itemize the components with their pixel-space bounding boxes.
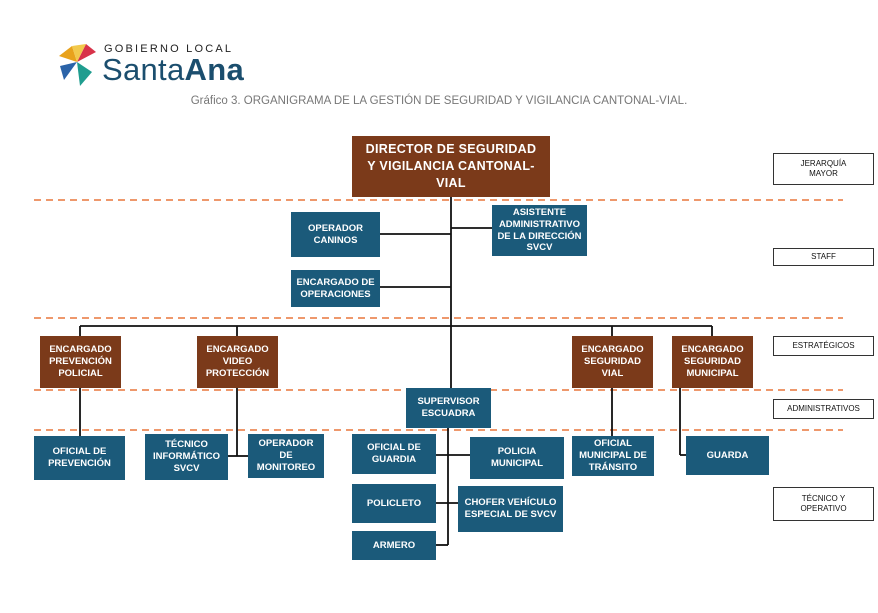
encargado-prevencion-box: ENCARGADO PREVENCIÓN POLICIAL: [40, 336, 121, 388]
level-staff: STAFF: [773, 248, 874, 266]
oficial-prevencion-box: OFICIAL DE PREVENCIÓN: [34, 436, 125, 480]
chofer-vehiculo-box: CHOFER VEHÍCULO ESPECIAL DE SVCV: [458, 486, 563, 532]
figure-caption: Gráfico 3. ORGANIGRAMA DE LA GESTIÓN DE …: [190, 95, 688, 107]
logo-top-text: GOBIERNO LOCAL: [104, 43, 234, 55]
logo-mark-icon: [59, 44, 96, 86]
guarda-box: GUARDA: [686, 436, 769, 475]
logo-name-bold: Ana: [184, 52, 244, 87]
gobierno-local-santa-ana-logo: GOBIERNO LOCAL SantaAna: [56, 40, 271, 90]
armero-box: ARMERO: [352, 531, 436, 560]
supervisor-escuadra-box: SUPERVISOR ESCUADRA: [406, 388, 491, 428]
oficial-guardia-box: OFICIAL DE GUARDIA: [352, 434, 436, 474]
operador-caninos-box: OPERADOR CANINOS: [291, 212, 380, 257]
level-estrategicos: ESTRATÉGICOS: [773, 336, 874, 356]
level-administrativos: ADMINISTRATIVOS: [773, 399, 874, 419]
logo-name-regular: Santa: [102, 52, 185, 87]
oficial-transito-box: OFICIAL MUNICIPAL DE TRÁNSITO: [572, 436, 654, 476]
encargado-operaciones-box: ENCARGADO DE OPERACIONES: [291, 270, 380, 307]
level-jerarquia-mayor: JERARQUÍA MAYOR: [773, 153, 874, 185]
tecnico-informatico-box: TÉCNICO INFORMÁTICO SVCV: [145, 434, 228, 480]
encargado-video-box: ENCARGADO VIDEO PROTECCIÓN: [197, 336, 278, 388]
policia-municipal-box: POLICIA MUNICIPAL: [470, 437, 564, 479]
encargado-seguridad-vial-box: ENCARGADO SEGURIDAD VIAL: [572, 336, 653, 388]
asistente-administrativo-box: ASISTENTE ADMINISTRATIVO DE LA DIRECCIÓN…: [492, 205, 587, 256]
operador-monitoreo-box: OPERADOR DE MONITOREO: [248, 434, 324, 478]
encargado-seguridad-municipal-box: ENCARGADO SEGURIDAD MUNICIPAL: [672, 336, 753, 388]
logo-name: SantaAna: [102, 52, 244, 88]
director-box: DIRECTOR DE SEGURIDAD Y VIGILANCIA CANTO…: [352, 136, 550, 197]
level-tecnico-operativo: TÉCNICO Y OPERATIVO: [773, 487, 874, 521]
policleto-box: POLICLETO: [352, 484, 436, 523]
